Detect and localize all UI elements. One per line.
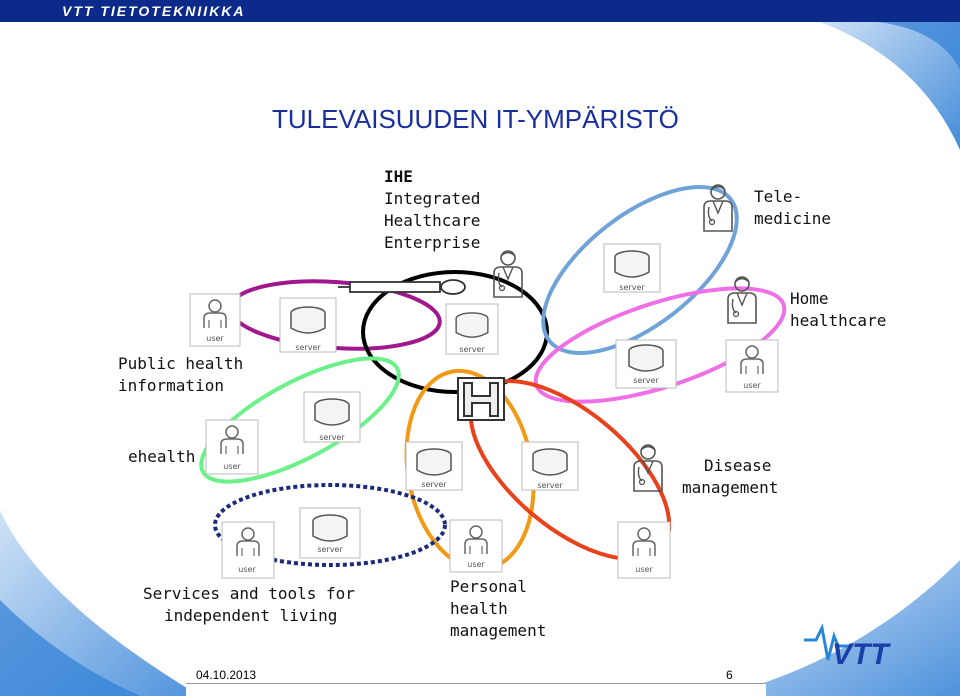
node-caption: server <box>317 545 343 554</box>
label-management: management <box>682 478 779 497</box>
node-caption: user <box>223 462 241 471</box>
syringe-icon <box>338 279 466 295</box>
ring-telemedicine-blue <box>541 184 739 356</box>
logo-text: VTT <box>832 638 891 671</box>
footer-page-number: 6 <box>726 668 733 682</box>
node-server-services: server <box>299 507 361 559</box>
vtt-logo: VTT <box>804 623 891 671</box>
node-caption: server <box>633 376 659 385</box>
node-caption: user <box>467 560 485 569</box>
node-server-home: server <box>615 339 677 389</box>
node-server-public: server <box>279 297 337 353</box>
node-caption: server <box>421 480 447 489</box>
node-caption: server <box>537 481 563 490</box>
footer-bar <box>186 683 766 697</box>
footer-date: 04.10.2013 <box>196 668 257 682</box>
node-user-disease: user <box>617 521 671 579</box>
node-caption: server <box>319 433 345 442</box>
label-home: Home <box>790 289 829 308</box>
node-server-core: server <box>445 303 499 355</box>
label-ihe-integrated: Integrated <box>384 189 481 208</box>
node-server-red: server <box>521 441 579 491</box>
ring-core-black <box>361 270 549 394</box>
label-independent-living: independent living <box>164 606 338 625</box>
label-information: information <box>118 376 224 395</box>
node-caption: user <box>238 565 256 574</box>
label-tele: Tele- <box>754 187 803 206</box>
node-user-home: user <box>725 339 779 393</box>
ring-services-navy <box>213 483 447 567</box>
node-user-public: user <box>189 293 241 347</box>
label-medicine: medicine <box>754 209 832 228</box>
node-server-green: server <box>303 391 361 443</box>
node-server-tele: server <box>603 243 661 293</box>
label-ihe: IHE <box>384 167 413 186</box>
node-caption: server <box>619 283 645 292</box>
label-personal-management: management <box>450 621 547 640</box>
label-healthcare: healthcare <box>790 311 887 330</box>
label-ihe-enterprise: Enterprise <box>384 233 481 252</box>
label-ihe-healthcare: Healthcare <box>384 211 481 230</box>
label-services: Services and tools for <box>143 584 355 603</box>
label-health: health <box>450 599 508 618</box>
node-caption: server <box>295 343 321 352</box>
node-user-personal: user <box>449 519 503 573</box>
label-personal: Personal <box>450 577 528 596</box>
page-title: TULEVAISUUDEN IT-YMPÄRISTÖ <box>272 104 679 134</box>
node-caption: user <box>743 381 761 390</box>
hospital-h-icon <box>457 377 505 421</box>
node-user-services: user <box>221 521 275 579</box>
node-user-ehealth: user <box>205 419 259 475</box>
ring-ehealth-green <box>199 356 401 484</box>
label-ehealth: ehealth <box>128 447 196 466</box>
node-caption: server <box>459 345 485 354</box>
doctor-icon-home <box>727 276 757 324</box>
header-brand: VTT TIETOTEKNIIKKA <box>62 3 246 19</box>
label-disease: Disease <box>704 456 772 475</box>
node-server-orange: server <box>405 441 463 491</box>
decorative-swooshes <box>0 22 960 696</box>
node-caption: user <box>635 565 653 574</box>
header-bar: VTT TIETOTEKNIIKKA <box>0 0 960 22</box>
label-public-health: Public health <box>118 354 244 373</box>
node-caption: user <box>206 334 224 343</box>
